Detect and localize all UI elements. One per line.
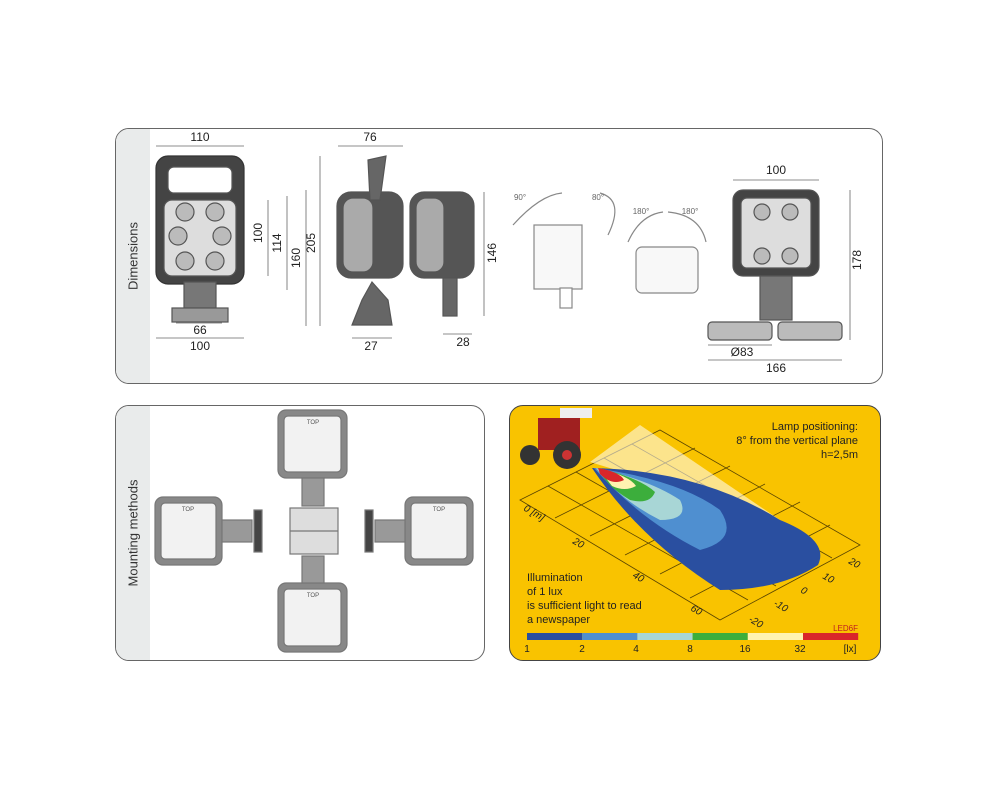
- mounting-title: Mounting methods: [125, 479, 141, 587]
- dimensions-title: Dimensions: [125, 222, 141, 290]
- dimensions-panel: Dimensions: [115, 128, 883, 384]
- mounting-panel: Mounting methods: [115, 405, 485, 661]
- illumination-panel: [509, 405, 881, 661]
- panel-side-strip: Mounting methods: [116, 406, 150, 660]
- panel-side-strip: Dimensions: [116, 129, 150, 383]
